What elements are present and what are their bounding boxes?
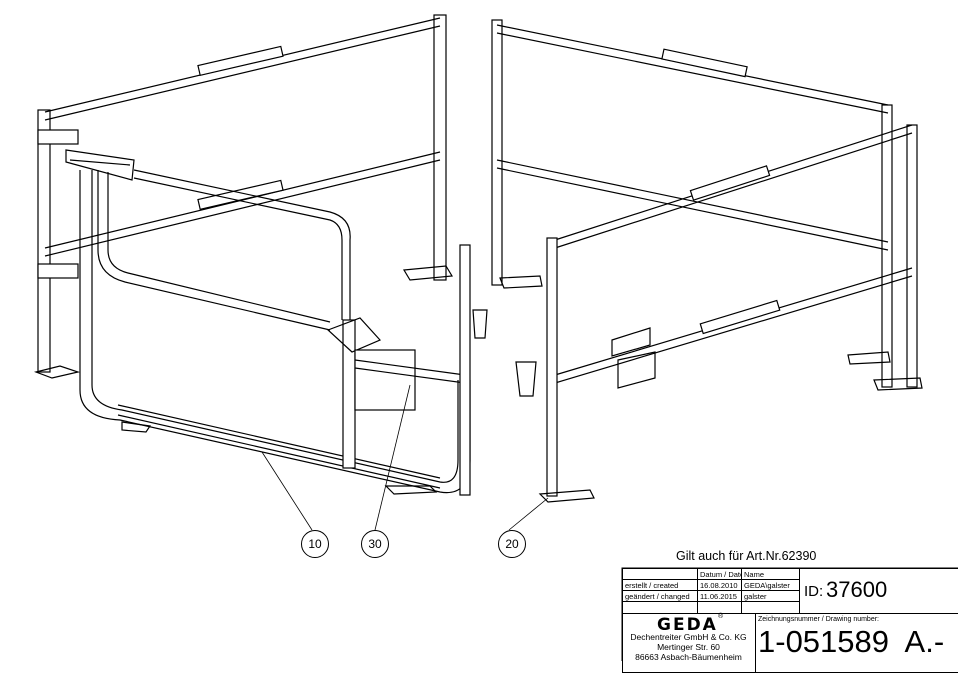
callout-30: 30 — [361, 530, 389, 558]
callout-10: 10 — [301, 530, 329, 558]
registered-mark: ® — [718, 613, 724, 620]
right-railing — [459, 19, 923, 503]
company-city: 86663 Asbach-Bäumenheim — [635, 652, 742, 662]
drawing-number: 1-051589 A.- — [758, 624, 945, 659]
callout-20: 20 — [498, 530, 526, 558]
id-label: ID: — [804, 583, 824, 600]
company-name: Dechentreiter GmbH & Co. KG — [630, 632, 747, 642]
company-street: Mertinger Str. 60 — [657, 642, 720, 652]
leader-lines — [261, 384, 549, 531]
applicability-note: Gilt auch für Art.Nr.62390 — [676, 549, 817, 563]
gate — [65, 149, 471, 495]
id-value: 37600 — [826, 577, 888, 602]
left-railing — [33, 14, 454, 379]
drawing-number-label: Zeichnungsnummer / Drawing number: — [758, 616, 879, 623]
geda-logo: GEDA — [657, 615, 718, 635]
